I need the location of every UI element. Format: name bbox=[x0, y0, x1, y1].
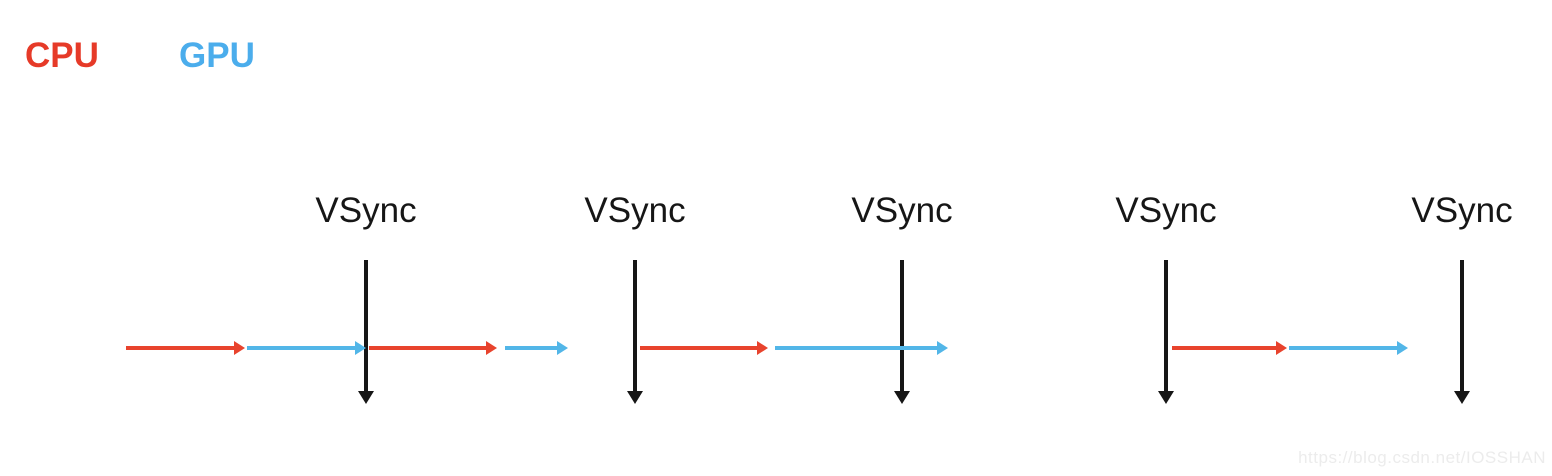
vsync-down-arrow bbox=[1158, 260, 1174, 404]
gpu-work-line bbox=[775, 346, 937, 350]
vsync-label: VSync bbox=[851, 191, 953, 230]
gpu-arrowhead-icon bbox=[557, 341, 568, 355]
cpu-arrowhead-icon bbox=[757, 341, 768, 355]
cpu-work-arrow bbox=[1172, 341, 1287, 355]
cpu-work-arrow bbox=[640, 341, 768, 355]
gpu-legend-label: GPU bbox=[179, 36, 255, 75]
gpu-work-line bbox=[505, 346, 557, 350]
vsync-line bbox=[1164, 260, 1168, 391]
gpu-arrowhead-icon bbox=[355, 341, 366, 355]
cpu-arrowhead-icon bbox=[234, 341, 245, 355]
gpu-work-arrow bbox=[247, 341, 366, 355]
vsync-label: VSync bbox=[1411, 191, 1513, 230]
vsync-down-arrow bbox=[627, 260, 643, 404]
vsync-down-arrow bbox=[894, 260, 910, 404]
cpu-work-arrow bbox=[126, 341, 245, 355]
vsync-line bbox=[900, 260, 904, 391]
cpu-work-line bbox=[1172, 346, 1276, 350]
watermark: https://blog.csdn.net/IOSSHAN bbox=[1298, 448, 1546, 467]
gpu-work-arrow bbox=[1289, 341, 1408, 355]
gpu-arrowhead-icon bbox=[1397, 341, 1408, 355]
vsync-line bbox=[633, 260, 637, 391]
vsync-down-arrow bbox=[1454, 260, 1470, 404]
cpu-work-arrow bbox=[369, 341, 497, 355]
vsync-label: VSync bbox=[1115, 191, 1217, 230]
vsync-arrowhead-icon bbox=[627, 391, 643, 404]
vsync-label: VSync bbox=[315, 191, 417, 230]
gpu-work-line bbox=[1289, 346, 1397, 350]
cpu-arrowhead-icon bbox=[486, 341, 497, 355]
cpu-work-line bbox=[640, 346, 757, 350]
gpu-work-arrow bbox=[505, 341, 568, 355]
vsync-arrowhead-icon bbox=[894, 391, 910, 404]
vsync-down-arrow bbox=[358, 260, 374, 404]
vsync-line bbox=[364, 260, 368, 391]
gpu-work-line bbox=[247, 346, 355, 350]
cpu-work-line bbox=[126, 346, 234, 350]
vsync-arrowhead-icon bbox=[1454, 391, 1470, 404]
gpu-work-arrow bbox=[775, 341, 948, 355]
cpu-legend-label: CPU bbox=[25, 36, 99, 75]
vsync-arrowhead-icon bbox=[1158, 391, 1174, 404]
vsync-line bbox=[1460, 260, 1464, 391]
gpu-arrowhead-icon bbox=[937, 341, 948, 355]
vsync-arrowhead-icon bbox=[358, 391, 374, 404]
cpu-work-line bbox=[369, 346, 486, 350]
cpu-arrowhead-icon bbox=[1276, 341, 1287, 355]
vsync-label: VSync bbox=[584, 191, 686, 230]
